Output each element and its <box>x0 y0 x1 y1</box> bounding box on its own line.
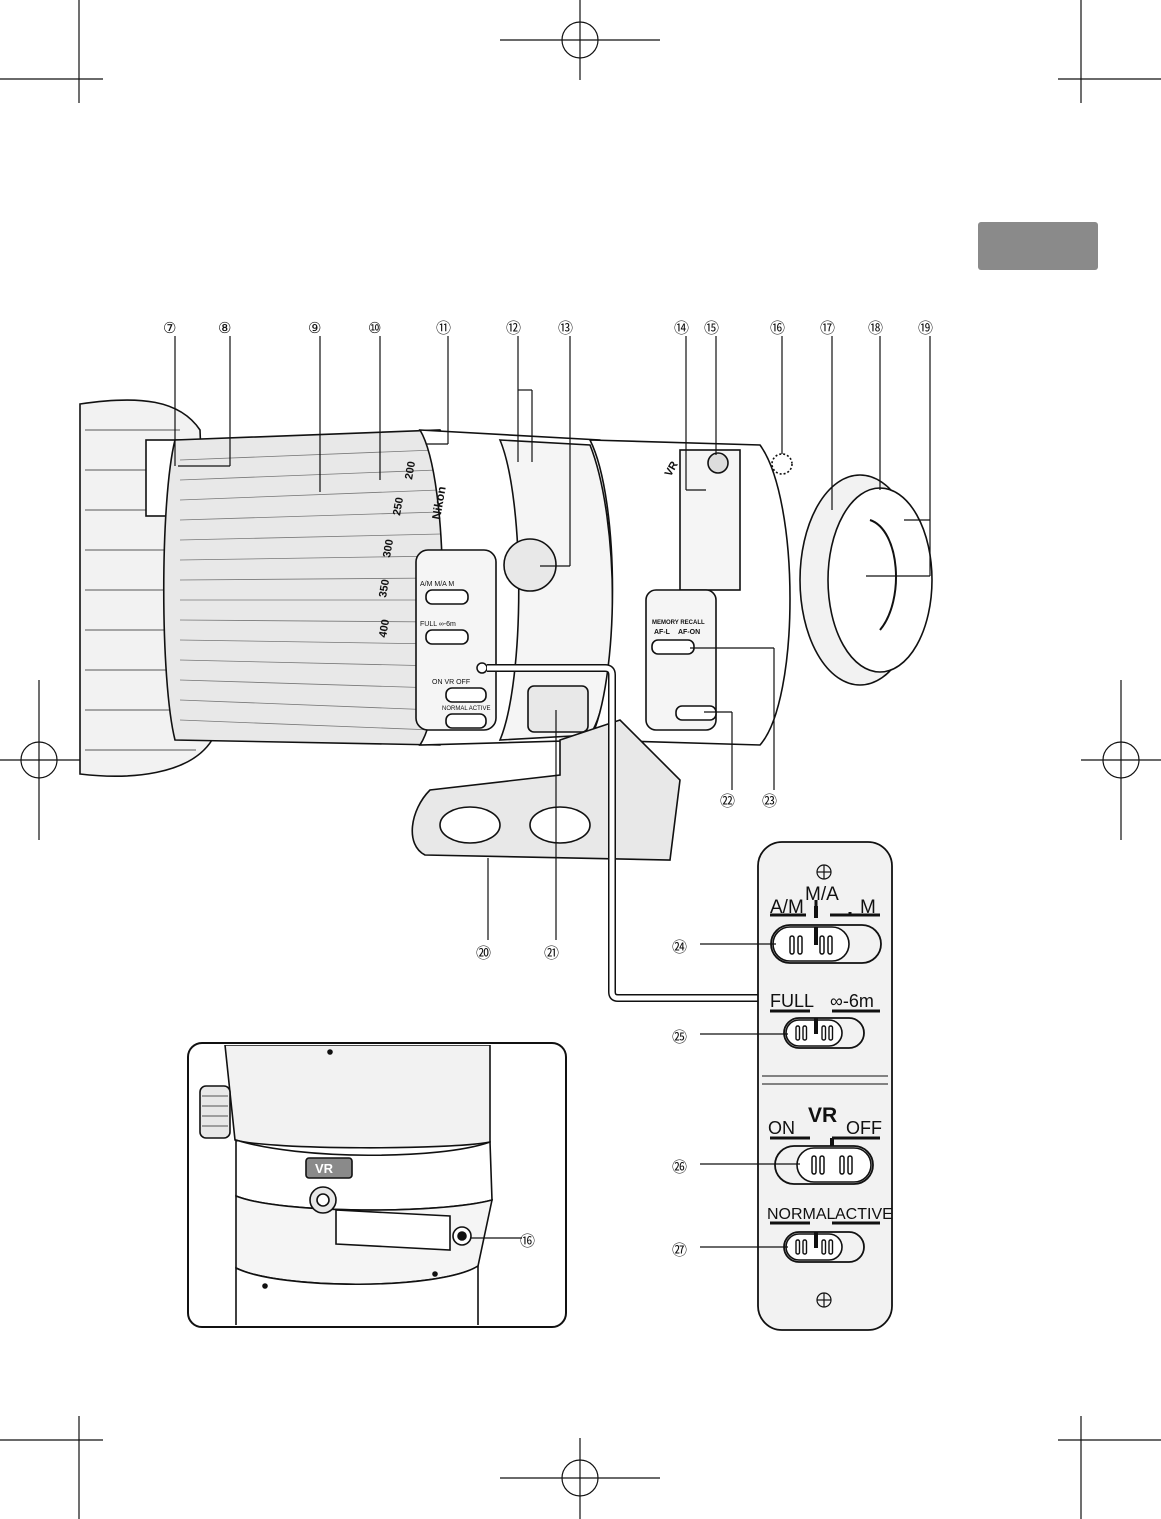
inset-vr-badge: VR <box>315 1161 334 1176</box>
callout-19: ⑲ <box>918 320 933 337</box>
focus-preset-button <box>528 686 588 732</box>
tripod-collar <box>680 450 740 590</box>
callout-7: ⑦ <box>163 320 176 337</box>
callout-12: ⑫ <box>506 320 521 337</box>
inset-callout-16: ⑯ <box>520 1233 535 1250</box>
af-on-label: AF-ON <box>678 629 700 636</box>
strap-eyelet-dotted <box>772 454 792 474</box>
switch-panel-enlarged: A/M M/A M FULL ∞-6m <box>758 842 893 1330</box>
range-full-label: FULL <box>770 991 814 1011</box>
top-callout-numbers: ⑦ ⑧ ⑨ ⑩ ⑪ ⑫ ⑬ ⑭ ⑮ ⑯ ⑰ ⑱ ⑲ <box>163 320 933 337</box>
lens-mode-small: A/M M/A M <box>420 581 454 588</box>
callout-22: ㉒ <box>720 793 735 810</box>
vr-normal-label: NORMAL <box>767 1206 836 1223</box>
lock-screw <box>708 453 728 473</box>
af-l-label: AF-L <box>654 629 671 636</box>
tripod-collar-knob <box>504 539 556 591</box>
panel-callout-numbers: ㉔ ㉕ ㉖ ㉗ <box>672 939 687 1259</box>
mode-m-label: M <box>860 897 876 918</box>
lens-vr-small: ON VR OFF <box>432 679 470 686</box>
callout-21: ㉑ <box>544 945 559 962</box>
vr-off-label: OFF <box>846 1118 882 1138</box>
lens-vr-mode-small: NORMAL ACTIVE <box>442 706 490 712</box>
callout-25: ㉕ <box>672 1029 687 1046</box>
callout-10: ⑩ <box>368 320 381 337</box>
callout-13: ⑬ <box>558 320 573 337</box>
vr-title-label: VR <box>808 1104 837 1127</box>
callout-8: ⑧ <box>218 320 231 337</box>
callout-16: ⑯ <box>770 320 785 337</box>
callout-18: ⑱ <box>868 320 883 337</box>
callout-27: ㉗ <box>672 1242 687 1259</box>
callout-9: ⑨ <box>308 320 321 337</box>
callout-20: ⑳ <box>476 945 491 962</box>
callout-17: ⑰ <box>820 320 835 337</box>
mode-am-label: A/M <box>770 897 804 918</box>
callout-26: ㉖ <box>672 1159 687 1176</box>
vr-active-label: ACTIVE <box>835 1206 893 1223</box>
callout-23: ㉓ <box>762 793 777 810</box>
mode-ma-label: M/A <box>805 884 839 905</box>
vr-on-label: ON <box>768 1118 795 1138</box>
callout-15: ⑮ <box>704 320 719 337</box>
memory-recall-label: MEMORY RECALL <box>652 620 705 626</box>
panel-screw-top <box>817 865 831 879</box>
callout-24: ㉔ <box>672 939 687 956</box>
lens-illustration <box>80 400 932 860</box>
panel-screw-bottom <box>817 1293 831 1307</box>
callout-11: ⑪ <box>436 320 451 337</box>
range-inf-label: ∞-6m <box>830 991 874 1011</box>
inset-detail <box>188 1043 566 1330</box>
callout-14: ⑭ <box>674 320 689 337</box>
lens-range-small: FULL ∞-6m <box>420 621 456 628</box>
